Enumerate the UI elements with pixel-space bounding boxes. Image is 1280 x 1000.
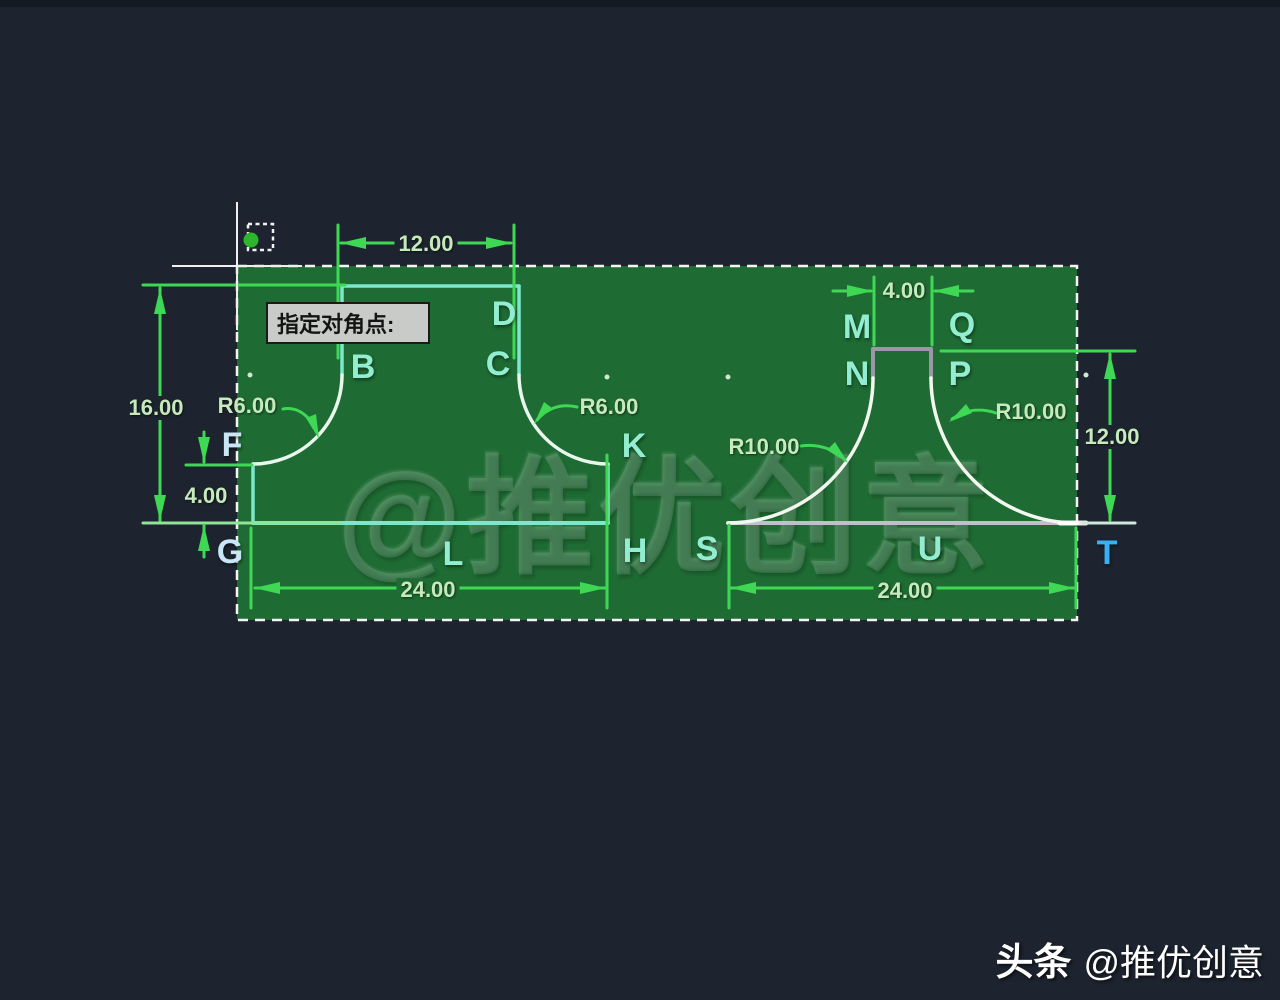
dim-fillet-left-a: R6.00 [217,393,277,418]
point-label-b: B [350,348,376,386]
point-label-d: D [491,295,517,333]
snap-point-dot [243,232,259,248]
point-label-c: C [485,345,511,383]
footer-brand: 头条 [995,942,1072,984]
point-label-p: P [948,355,972,393]
point-label-m: M [842,308,872,346]
point-label-f: F [221,426,243,464]
footer-watermark: 头条 @推优创意 [995,931,1264,986]
dim-fillet-right-b: R10.00 [995,399,1067,424]
point-label-l: L [442,535,464,573]
point-label-g: G [216,533,244,571]
cursor-tooltip: 指定对角点: [266,302,430,344]
footer-handle: @推优创意 [1083,942,1264,983]
dim-bottom-width-left: 24.00 [396,578,460,602]
point-label-u: U [917,530,943,568]
pickbox-cursor [243,222,275,252]
top-edge-band [0,0,1280,7]
dim-bottom-width-right: 24.00 [873,579,937,603]
tooltip-text: 指定对角点: [277,312,395,337]
point-label-t: T [1096,534,1118,572]
dim-right-height: 12.00 [1080,425,1144,449]
point-label-s: S [695,530,719,568]
point-label-q: Q [948,306,976,344]
dim-total-height: 16.00 [124,396,188,420]
dim-top-width: 12.00 [394,232,458,256]
point-label-h: H [622,532,648,570]
dim-fillet-left-b: R6.00 [579,394,639,419]
dim-base-height: 4.00 [180,484,232,508]
point-label-k: K [621,427,647,465]
point-label-n: N [844,355,870,393]
dim-neck-width: 4.00 [882,278,926,303]
dim-fillet-right-a: R10.00 [728,434,800,459]
watermark-text: @推优创意 [337,447,994,590]
